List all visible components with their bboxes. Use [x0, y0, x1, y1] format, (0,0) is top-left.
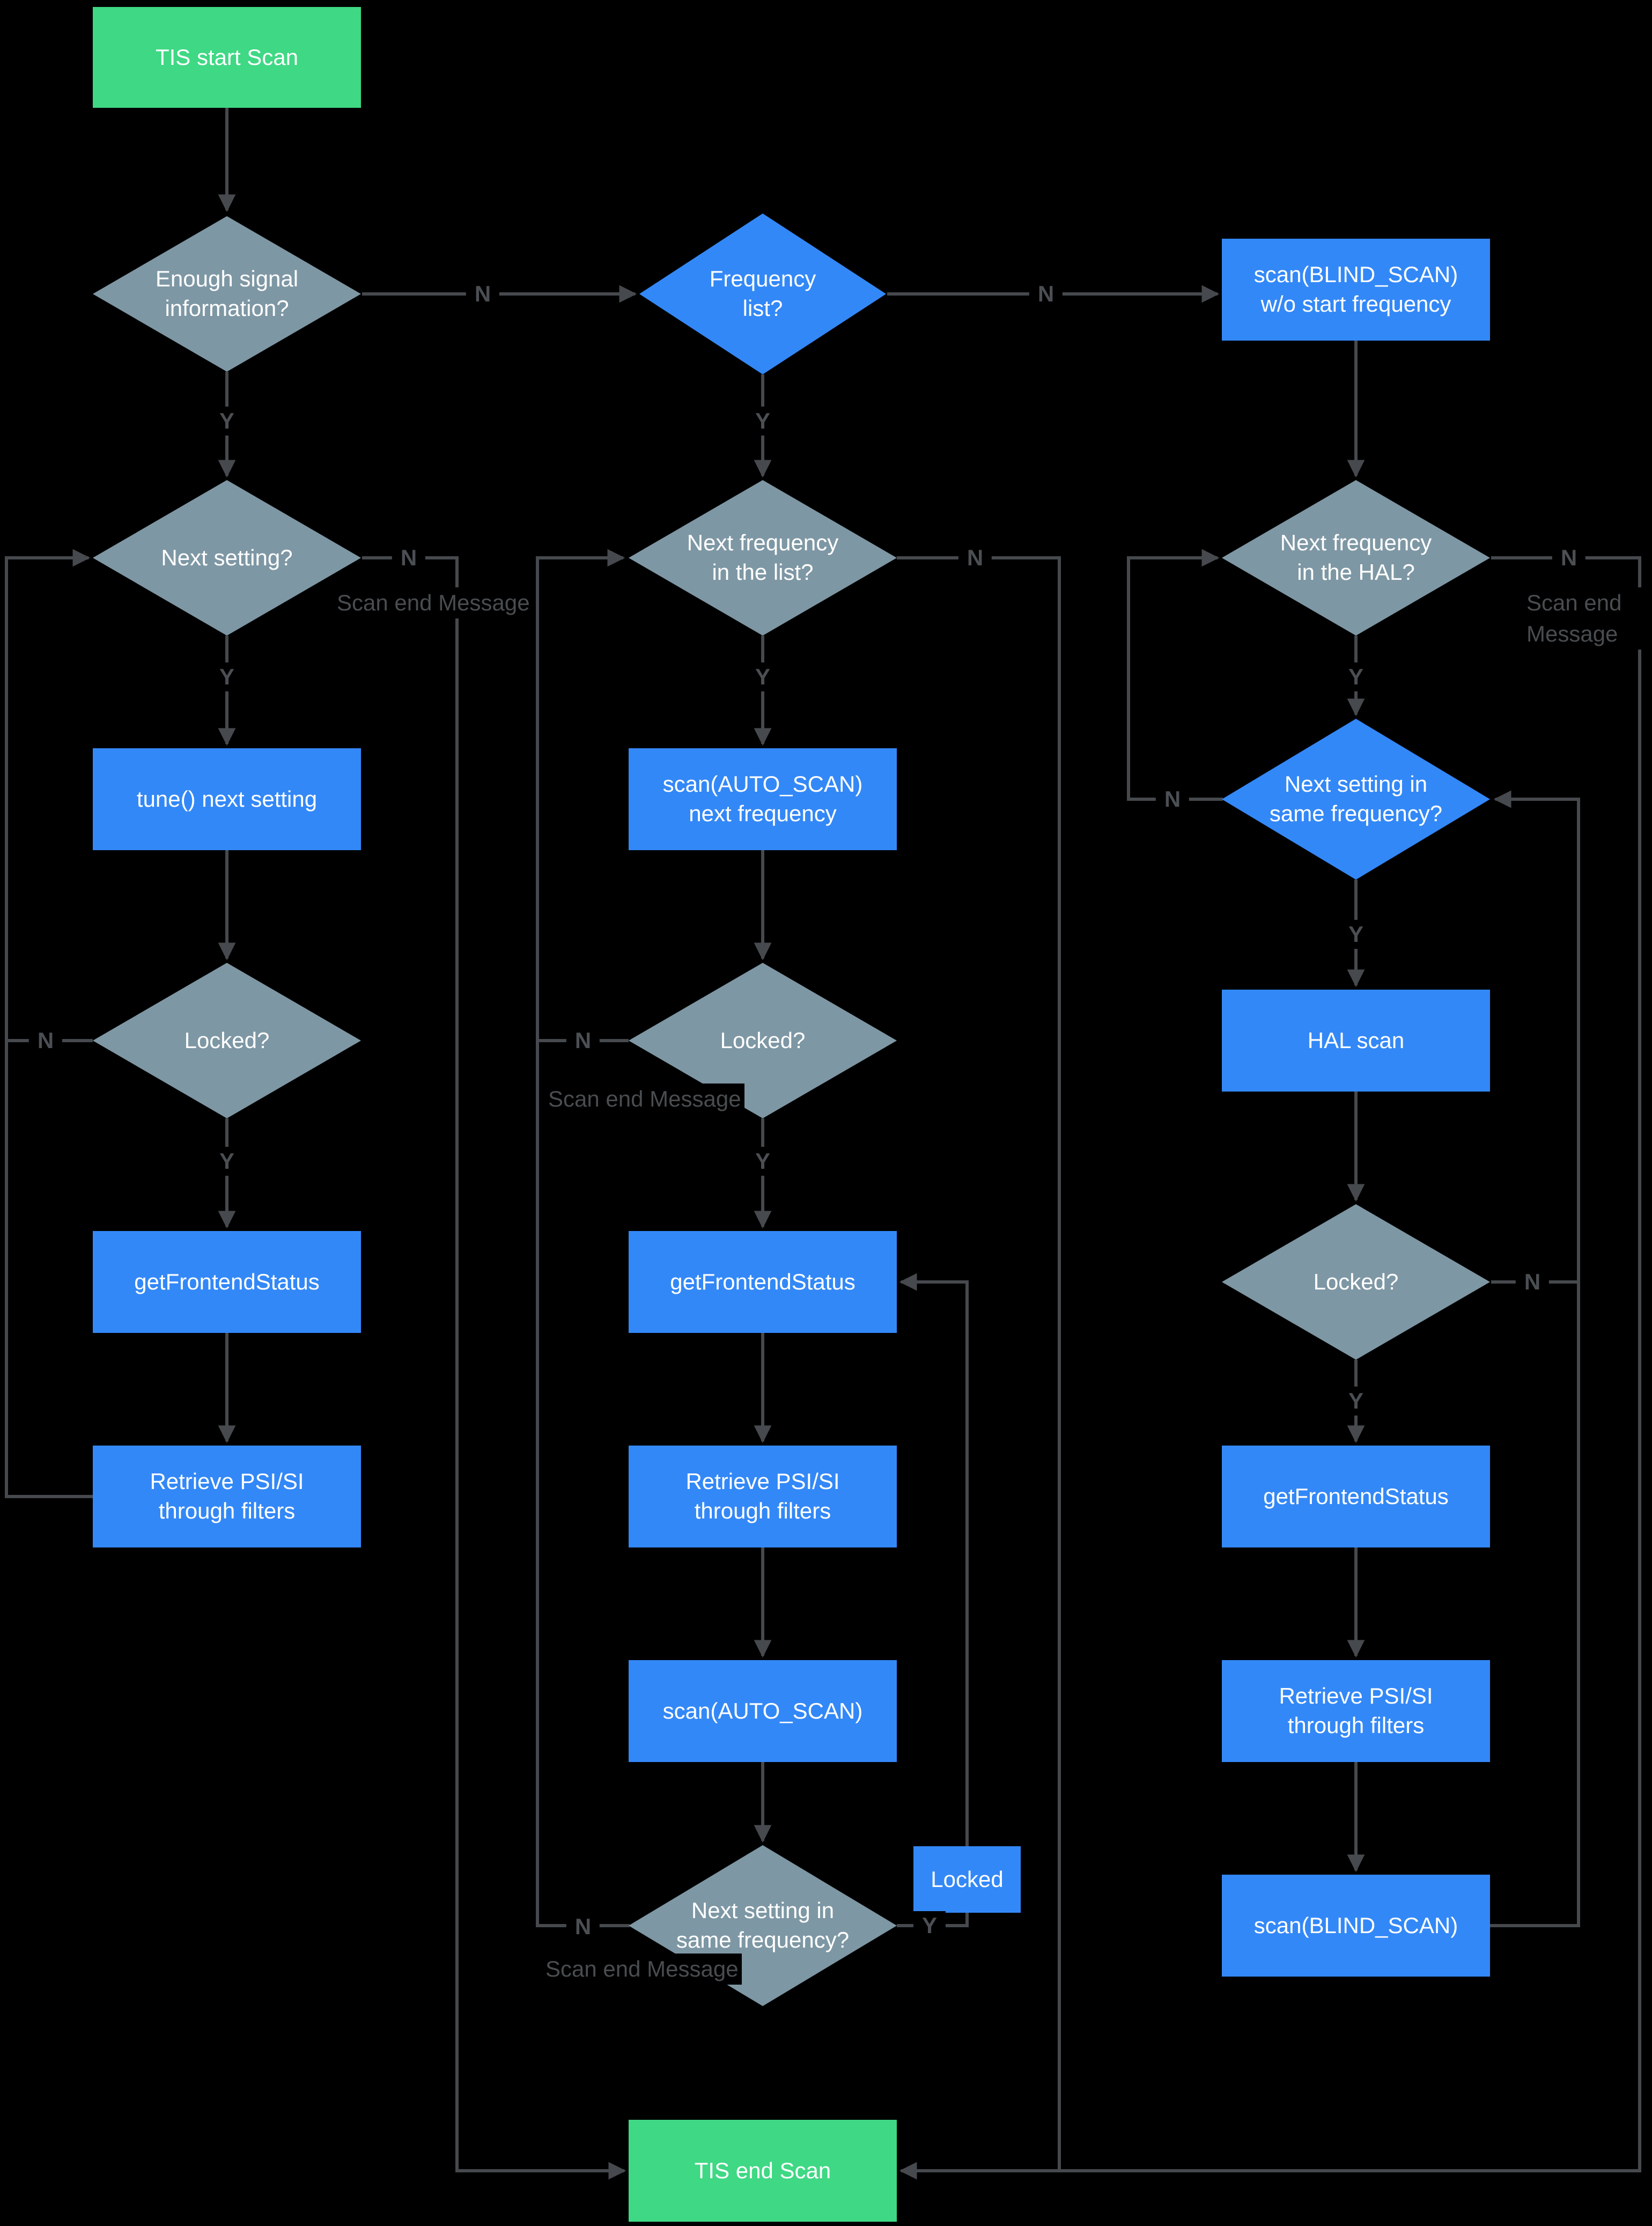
- node-scan-blind-scan: scan(BLIND_SCAN): [1222, 1875, 1490, 1977]
- node-tis-end-scan: TIS end Scan: [629, 2120, 897, 2222]
- edge-same-freq-mid-yes-locked-loop: [897, 1273, 969, 1927]
- node-get-frontend-status-1: getFrontendStatus: [93, 1231, 361, 1333]
- annotation-scan-end-message: Scan end Message: [337, 587, 533, 618]
- edge-label-no: N: [1155, 785, 1190, 814]
- edge-next-freq-list-no-scan-end: [897, 556, 1061, 2171]
- node-scan-blind-scan-wo-start-frequency: scan(BLIND_SCAN) w/o start frequency: [1222, 239, 1490, 341]
- node-retrieve-psi-si-3: Retrieve PSI/SI through filters: [1222, 1660, 1490, 1762]
- edge-label-yes: Y: [210, 407, 244, 436]
- edge-label-no: N: [566, 1912, 600, 1941]
- edge-label-yes: Y: [746, 1147, 779, 1176]
- edge-label-yes: Y: [913, 1911, 946, 1940]
- edge-label-no: N: [566, 1026, 600, 1055]
- edge-label-no: N: [28, 1026, 63, 1055]
- node-hal-scan: HAL scan: [1222, 990, 1490, 1092]
- node-scan-auto-scan-next-frequency: scan(AUTO_SCAN) next frequency: [629, 748, 897, 850]
- edge-label-yes: Y: [1339, 662, 1373, 691]
- annotation-scan-end-message: Scan end Message: [545, 1954, 742, 1985]
- node-get-frontend-status-2: getFrontendStatus: [629, 1231, 897, 1333]
- node-scan-auto-scan: scan(AUTO_SCAN): [629, 1660, 897, 1762]
- edge-scan-blind-loop-to-same-freq: [1490, 790, 1580, 1927]
- node-retrieve-psi-si-1: Retrieve PSI/SI through filters: [93, 1446, 361, 1547]
- edge-label-no: N: [1515, 1267, 1550, 1296]
- edge-label-yes: Y: [746, 407, 779, 436]
- node-tis-start-scan: TIS start Scan: [93, 7, 361, 108]
- edge-label-yes: Y: [210, 662, 244, 691]
- edge-label-yes: Y: [210, 1147, 244, 1176]
- edge-retrieve1-loop-to-next-setting: [5, 549, 95, 1498]
- label-chip-locked: Locked: [913, 1846, 1021, 1913]
- edge-label-yes: Y: [1339, 920, 1373, 949]
- edge-label-no: N: [392, 543, 426, 572]
- node-tune-next-setting: tune() next setting: [93, 748, 361, 850]
- edge-same-freq-right-no-loop: [1127, 549, 1223, 801]
- node-retrieve-psi-si-2: Retrieve PSI/SI through filters: [629, 1446, 897, 1547]
- annotation-scan-end-message: Scan end Message: [548, 1083, 744, 1115]
- edge-label-no: N: [466, 279, 500, 308]
- edge-label-yes: Y: [1339, 1387, 1373, 1416]
- edge-label-yes: Y: [746, 662, 779, 691]
- edge-same-freq-mid-no-loop: [536, 549, 630, 1927]
- edge-label-no: N: [1029, 279, 1063, 308]
- node-get-frontend-status-3: getFrontendStatus: [1222, 1446, 1490, 1547]
- annotation-scan-end-message: Scan end Message: [1526, 587, 1652, 650]
- edge-label-no: N: [1552, 543, 1586, 572]
- edge-label-no: N: [958, 543, 992, 572]
